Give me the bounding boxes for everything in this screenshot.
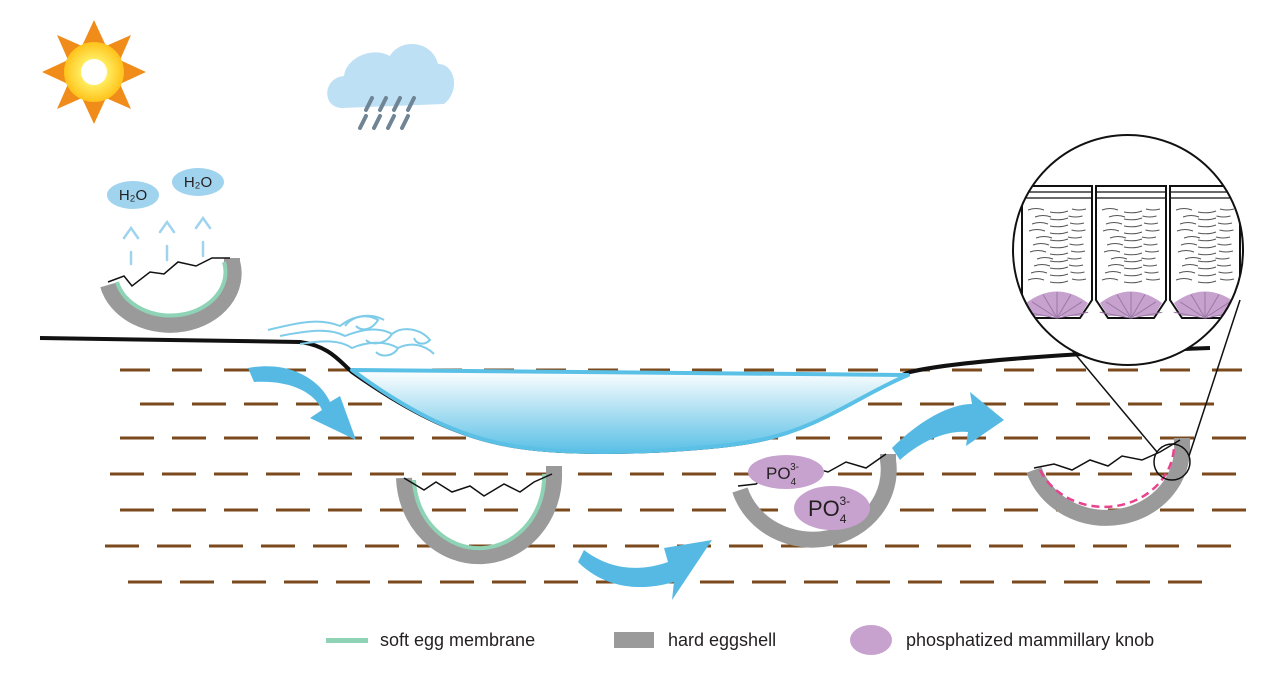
legend-item-knob: phosphatized mammillary knob [850, 622, 1154, 658]
zoom-source-circle [1153, 443, 1191, 481]
membrane-swatch [326, 637, 368, 643]
phosphate-ion-large-label: PO43- [808, 494, 850, 526]
h2o-bubble-left [107, 181, 159, 209]
eggshell-phosphatizing: PO43- PO43- [732, 453, 897, 548]
h2o-label-right: H₂O [184, 174, 212, 191]
eggshell-unit-columns [1021, 185, 1241, 319]
phosphate-ion-small [748, 455, 824, 489]
legend-label-knob: phosphatized mammillary knob [906, 629, 1155, 650]
phosphate-ion-large [794, 486, 870, 530]
legend-label-shell: hard eggshell [668, 629, 777, 650]
eggshell-unit [1169, 185, 1241, 319]
wave-icon [267, 314, 435, 357]
water-body [350, 368, 910, 454]
eggshell-surface [100, 257, 242, 333]
eggshell-unit [1021, 185, 1093, 319]
eggshell-buried [396, 466, 563, 565]
h2o-bubble-right [172, 168, 224, 196]
h2o-label-left: H₂O [119, 187, 147, 204]
knob-swatch [850, 625, 892, 655]
legend-label-membrane: soft egg membrane [380, 629, 536, 650]
evaporation-arrows-icon [122, 215, 212, 266]
rain-cloud-icon [327, 44, 455, 130]
legend: soft egg membrane hard eggshell phosphat… [0, 622, 1270, 662]
arrow-icon [248, 366, 1004, 600]
sun-icon [42, 20, 146, 124]
phosphate-ion-small-label: PO43- [766, 462, 799, 488]
legend-item-shell: hard eggshell [614, 622, 776, 658]
microstructure-zoom [1012, 134, 1244, 366]
shell-swatch [614, 632, 654, 648]
eggshell-unit [1095, 185, 1167, 319]
legend-item-membrane: soft egg membrane [326, 622, 535, 658]
evaporation-group: H₂O H₂O [107, 168, 224, 266]
